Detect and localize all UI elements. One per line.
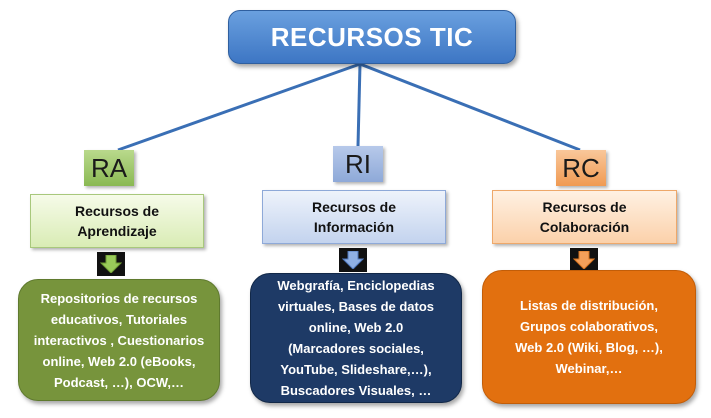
detail-ra-line-1: Repositorios de recursos bbox=[40, 290, 198, 306]
abbr-ra: RA bbox=[84, 150, 134, 186]
detail-ra-line-4: online, Web 2.0 (eBooks, bbox=[42, 353, 196, 369]
category-rc-line-2: Colaboración bbox=[539, 219, 630, 235]
connector-ri bbox=[356, 63, 362, 147]
detail-aprendizaje: Repositorios de recursos educativos, Tut… bbox=[18, 279, 220, 401]
detail-ra-line-2: educativos, Tutoriales bbox=[50, 311, 188, 327]
root-label: RECURSOS TIC bbox=[270, 21, 474, 52]
detail-ri-line-5: YouTube, Slideshare,…), bbox=[280, 362, 432, 377]
detail-ri-line-4: (Marcadores sociales, bbox=[288, 341, 424, 356]
arrow-down-icon bbox=[573, 251, 595, 269]
detail-ri-line-2: virtuales, Bases de datos bbox=[277, 299, 435, 314]
connector-rc bbox=[359, 62, 581, 152]
connector-ra bbox=[117, 62, 361, 152]
detail-colaboracion: Listas de distribución, Grupos colaborat… bbox=[482, 270, 696, 404]
root-node: RECURSOS TIC bbox=[228, 10, 516, 64]
detail-ri-line-3: online, Web 2.0 bbox=[308, 320, 404, 335]
category-informacion: Recursos de Información bbox=[262, 190, 446, 244]
abbr-ri: RI bbox=[333, 146, 383, 182]
category-ra-line-1: Recursos de bbox=[74, 203, 160, 219]
detail-rc-line-4: Webinar,… bbox=[555, 361, 623, 376]
abbr-ra-label: RA bbox=[90, 152, 128, 183]
arrow-down-icon bbox=[100, 255, 122, 273]
down-arrow-rc bbox=[570, 248, 598, 272]
abbr-rc-label: RC bbox=[562, 152, 600, 183]
detail-ra-line-5: Podcast, …), OCW,… bbox=[53, 374, 184, 390]
category-rc-line-1: Recursos de bbox=[542, 199, 627, 215]
down-arrow-ra bbox=[97, 252, 125, 276]
category-ri-line-1: Recursos de bbox=[311, 199, 397, 215]
detail-informacion: Webgrafía, Enciclopedias virtuales, Base… bbox=[250, 273, 462, 403]
detail-rc-line-1: Listas de distribución, bbox=[520, 298, 658, 313]
category-colaboracion: Recursos de Colaboración bbox=[492, 190, 677, 244]
abbr-ri-label: RI bbox=[345, 148, 371, 179]
detail-ra-line-3: interactivos , Cuestionarios bbox=[33, 332, 205, 348]
category-ri-line-2: Información bbox=[313, 219, 395, 235]
detail-ri-line-1: Webgrafía, Enciclopedias bbox=[277, 278, 435, 293]
detail-ri-line-6: Buscadores Visuales, … bbox=[280, 383, 432, 398]
detail-rc-line-3: Web 2.0 (Wiki, Blog, …), bbox=[515, 340, 663, 355]
category-aprendizaje: Recursos de Aprendizaje bbox=[30, 194, 204, 248]
arrow-down-icon bbox=[342, 251, 364, 269]
category-ra-line-2: Aprendizaje bbox=[77, 223, 157, 239]
down-arrow-ri bbox=[339, 248, 367, 272]
abbr-rc: RC bbox=[556, 150, 606, 186]
detail-rc-line-2: Grupos colaborativos, bbox=[520, 319, 658, 334]
